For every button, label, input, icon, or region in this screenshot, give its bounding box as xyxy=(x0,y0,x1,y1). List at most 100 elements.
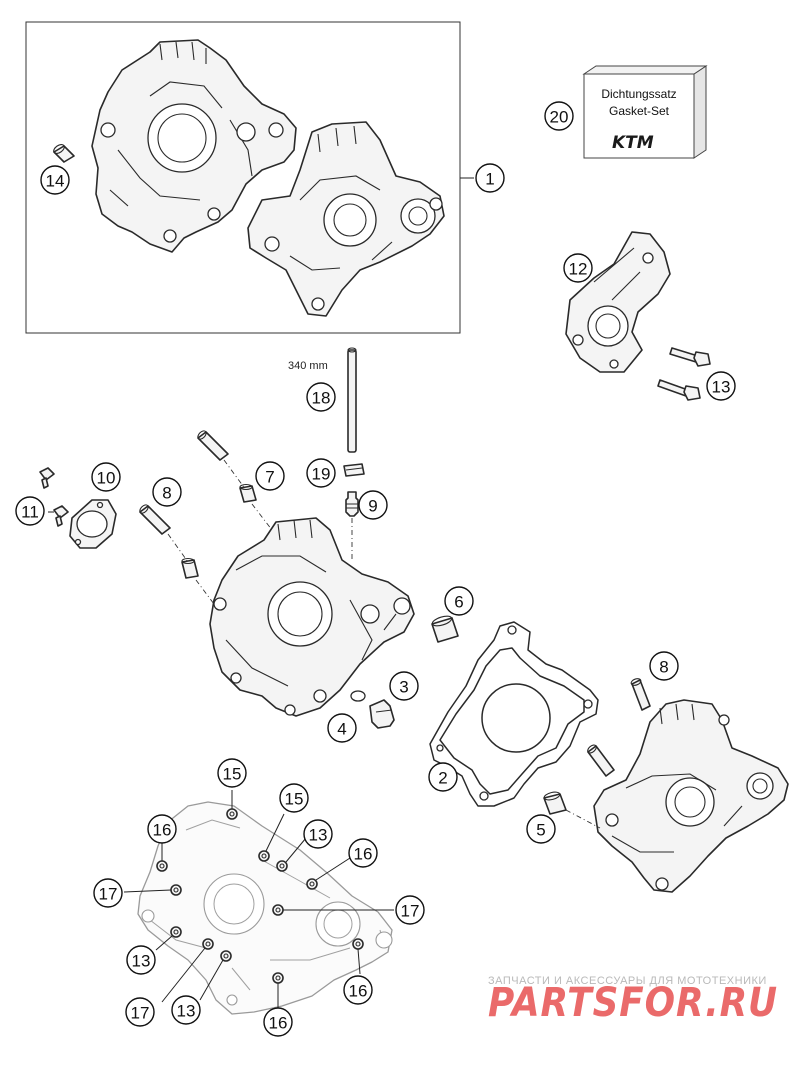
screw-11-a xyxy=(39,467,55,489)
callout-number: 11 xyxy=(21,503,39,522)
bottom-leaders xyxy=(123,790,394,1008)
callout-number: 16 xyxy=(153,821,172,840)
callout-number: 4 xyxy=(337,720,346,739)
callout-number: 10 xyxy=(97,469,116,488)
bottom-bolt-13-c xyxy=(220,950,232,962)
callout-16: 16 xyxy=(343,975,373,1005)
bottom-bolt-13-a xyxy=(276,860,288,872)
callout-number: 17 xyxy=(401,902,420,921)
plug-part-4 xyxy=(369,699,395,729)
callout-number: 1 xyxy=(485,170,494,189)
callout-number: 14 xyxy=(46,172,65,191)
callout-number: 12 xyxy=(569,260,588,279)
callout-circle xyxy=(358,490,388,520)
callout-17: 17 xyxy=(93,878,123,908)
bottom-bolt-16-a xyxy=(156,860,168,872)
callout-7: 7 xyxy=(255,461,285,491)
right-case-half-middle xyxy=(593,699,789,893)
callout-number: 13 xyxy=(712,378,731,397)
dowel-pin-14 xyxy=(53,143,75,163)
callout-number: 17 xyxy=(131,1004,150,1023)
rod-part-18 xyxy=(347,347,357,453)
axis-5 xyxy=(565,809,601,829)
sleeve-8 xyxy=(181,557,199,579)
watermark-tagline: ЗАПЧАСТИ И АКСЕССУАРЫ ДЛЯ МОТОТЕХНИКИ xyxy=(488,975,767,987)
right-case-half-top xyxy=(247,121,445,317)
callout-20: 20 xyxy=(544,101,574,131)
callout-circle xyxy=(91,462,121,492)
gasket-set-box: Dichtungssatz Gasket-Set KTM xyxy=(582,65,708,159)
callout-number: 17 xyxy=(99,885,118,904)
callout-number: 15 xyxy=(223,765,242,784)
callout-circle xyxy=(348,838,378,868)
callout-number: 18 xyxy=(312,389,331,408)
dowel-8-right xyxy=(630,678,651,711)
callout-circle xyxy=(303,819,333,849)
screw-11-b xyxy=(53,505,69,527)
callout-circle xyxy=(327,713,357,743)
callout-number: 13 xyxy=(132,952,151,971)
clamp-part-19 xyxy=(343,463,365,477)
callout-circle xyxy=(475,163,505,193)
callout-number: 8 xyxy=(659,658,668,677)
bottom-bolt-16-c xyxy=(352,938,364,950)
callout-number: 9 xyxy=(368,497,377,516)
callout-18: 18 xyxy=(306,382,336,412)
axis-7b xyxy=(251,503,273,531)
dowel-right-lower xyxy=(587,744,615,777)
callout-10: 10 xyxy=(91,462,121,492)
callout-9: 9 xyxy=(358,490,388,520)
callout-circle xyxy=(152,477,182,507)
callout-circle xyxy=(395,895,425,925)
callout-number: 3 xyxy=(399,678,408,697)
callout-circle xyxy=(389,671,419,701)
callout-number: 5 xyxy=(536,821,545,840)
callout-circle xyxy=(15,496,45,526)
sleeve-part-5 xyxy=(543,791,567,815)
dimension-label: 340 mm xyxy=(288,360,328,372)
callout-16: 16 xyxy=(263,1007,293,1037)
sleeve-part-7 xyxy=(239,483,257,503)
bottom-bolt-15-a xyxy=(226,808,238,820)
bottom-bolt-13-b xyxy=(170,926,182,938)
callout-13: 13 xyxy=(171,995,201,1025)
callout-3: 3 xyxy=(389,671,419,701)
callout-number: 8 xyxy=(162,484,171,503)
callout-circle xyxy=(428,762,458,792)
bushing-part-6 xyxy=(431,615,459,643)
callout-13: 13 xyxy=(126,945,156,975)
callout-number: 13 xyxy=(177,1002,196,1021)
callout-1: 1 xyxy=(475,163,505,193)
callout-circle xyxy=(147,814,177,844)
bracket-part-12 xyxy=(565,231,671,373)
callout-6: 6 xyxy=(444,586,474,616)
callout-circle xyxy=(649,651,679,681)
axis-8 xyxy=(167,533,189,563)
callout-number: 7 xyxy=(265,468,274,487)
callout-4: 4 xyxy=(327,713,357,743)
callout-5: 5 xyxy=(526,814,556,844)
callout-17: 17 xyxy=(125,997,155,1027)
bottom-bolt-17-c xyxy=(202,938,214,950)
watermark-brand: PARTSFOR.RU xyxy=(488,980,778,1026)
gasket-box-line1: Dichtungssatz xyxy=(601,87,676,101)
bottom-bolt-17-a xyxy=(170,884,182,896)
callout-12: 12 xyxy=(563,253,593,283)
axis-7 xyxy=(223,459,247,491)
callout-circle xyxy=(563,253,593,283)
callout-circle xyxy=(171,995,201,1025)
gasket-part-2 xyxy=(429,621,599,807)
bottom-bolt-17-b xyxy=(272,904,284,916)
nipple-part-9 xyxy=(345,491,359,517)
dowel-long-top xyxy=(197,430,229,461)
axis-8b xyxy=(195,579,215,605)
callout-circle xyxy=(40,165,70,195)
middle-case-half xyxy=(209,517,415,717)
callout-circle xyxy=(444,586,474,616)
ktm-logo: KTM xyxy=(612,133,654,153)
callout-circle xyxy=(343,975,373,1005)
left-case-half-top xyxy=(91,39,297,253)
callout-16: 16 xyxy=(348,838,378,868)
callout-circle xyxy=(279,783,309,813)
